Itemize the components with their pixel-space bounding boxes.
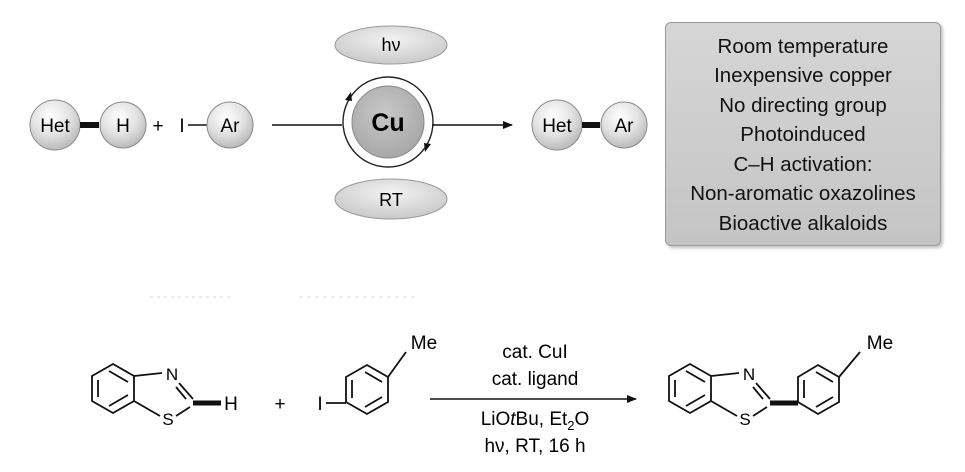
feature-room-temperature: Room temperature <box>717 34 889 58</box>
cycle-arrow-lower-icon <box>424 143 431 152</box>
product-ar-sphere <box>600 101 648 149</box>
ar-label: Ar <box>221 116 241 137</box>
product-me-label: Me <box>867 333 893 354</box>
feature-photoinduced: Photoinduced <box>740 123 866 147</box>
bottom-plus-sign: + <box>274 394 285 415</box>
h-sphere <box>99 101 147 149</box>
reactant-h-atom: H <box>224 394 238 415</box>
het-h-bond <box>80 122 99 128</box>
iodine-label: I <box>179 116 184 137</box>
benzothiazole-reactant <box>91 362 221 417</box>
condition-cui: cat. CuI <box>502 342 567 363</box>
rt-label: RT <box>379 190 403 210</box>
top-plus-sign: + <box>152 116 163 137</box>
h-label: H <box>116 116 130 137</box>
reactant-n-atom: N <box>166 365 178 384</box>
iodide-i-atom: I <box>317 394 322 415</box>
substrate-i-ar: I Ar <box>179 101 254 149</box>
product-bond <box>582 122 600 128</box>
benzothiazole-product <box>668 351 861 417</box>
feature-no-directing-group: No directing group <box>719 93 887 117</box>
product-methyl-bond <box>838 351 861 378</box>
product-ar-label: Ar <box>615 116 635 137</box>
features-box: Room temperature Inexpensive copper No d… <box>665 22 941 246</box>
methyl-bond <box>387 351 407 378</box>
ar-sphere <box>206 101 254 149</box>
product-het-label: Het <box>542 116 572 137</box>
feature-alkaloids: Bioactive alkaloids <box>718 211 888 235</box>
feature-oxazolines: Non-aromatic oxazolines <box>690 182 916 206</box>
het-label: Het <box>40 116 70 137</box>
light-oval <box>334 25 448 65</box>
substrate-het-h: Het H <box>29 99 147 151</box>
iodotoluene-reactant <box>326 351 407 416</box>
cycle-arrow-upper-icon <box>345 92 352 101</box>
light-label: hν <box>381 35 400 55</box>
reactant-s-atom: S <box>162 410 173 429</box>
product-n-atom: N <box>743 365 755 384</box>
rt-oval <box>334 178 448 220</box>
catalytic-cycle: hν Cu RT <box>272 25 513 220</box>
condition-ligand: cat. ligand <box>492 369 579 390</box>
product-het-ar: Het Ar <box>531 99 648 151</box>
iodide-me-label: Me <box>411 333 437 354</box>
feature-ch-activation: C–H activation: <box>733 152 873 176</box>
cu-sphere <box>351 85 425 159</box>
feature-inexpensive-copper: Inexpensive copper <box>714 64 892 88</box>
cu-label: Cu <box>371 109 404 137</box>
product-s-atom: S <box>739 410 750 429</box>
condition-base-solvent: LiOtBu, Et2O <box>481 409 590 433</box>
condition-light-time: hν, RT, 16 h <box>484 436 585 457</box>
